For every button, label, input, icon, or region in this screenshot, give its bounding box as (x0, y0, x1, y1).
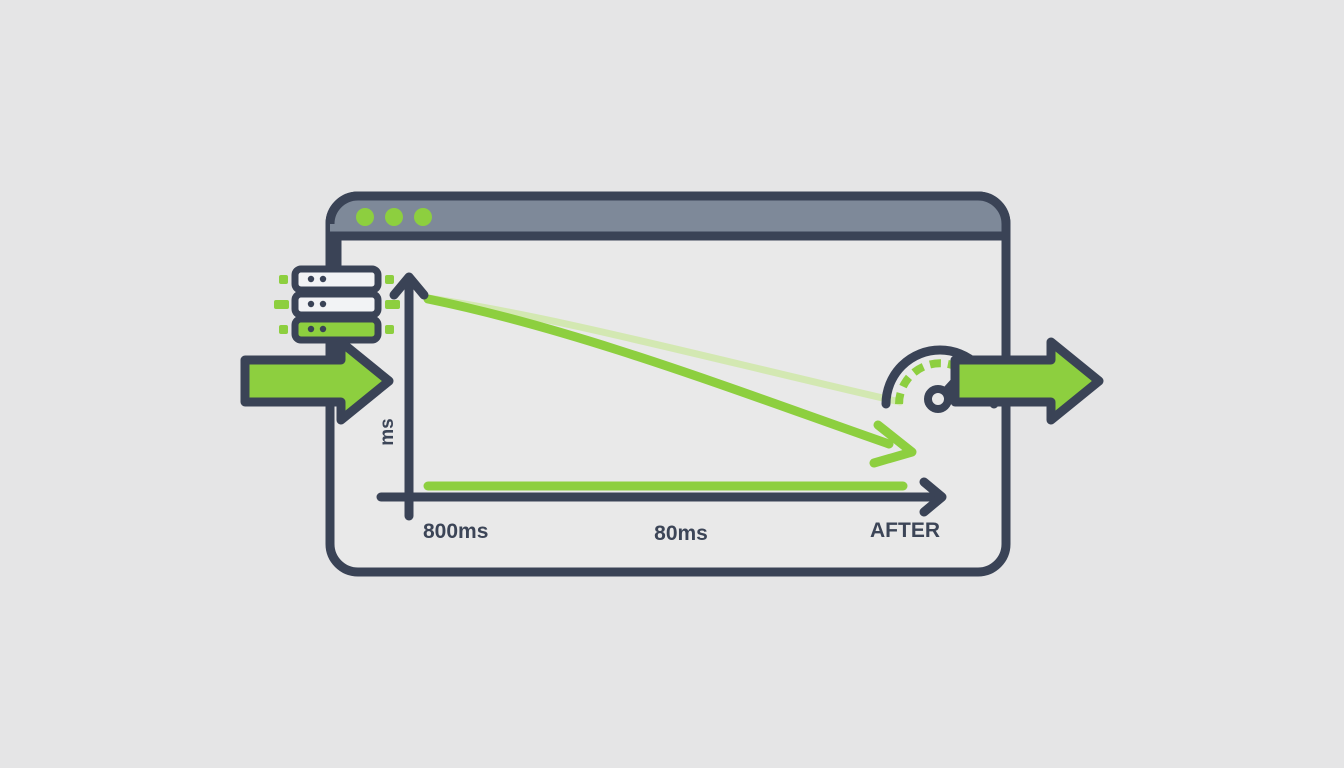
server-unit-bottom-led-2 (319, 325, 327, 333)
chart: ms 800ms 80ms AFTER (376, 272, 947, 545)
server-unit-middle-led-2 (319, 300, 327, 308)
server-activity-dash-right-3 (385, 325, 394, 334)
server-unit-middle-led-1 (307, 300, 315, 308)
output-flow-arrow (950, 337, 1104, 425)
baseline-label: 800ms (423, 520, 488, 543)
window-titlebar (330, 196, 1006, 234)
window-dot-3[interactable] (414, 208, 432, 226)
input-flow-arrow (240, 337, 394, 425)
gauge-arc-good (895, 359, 954, 405)
y-axis-arrowhead (389, 272, 429, 300)
improved-label: 80ms (654, 522, 708, 545)
server-activity-dash-left-2 (274, 300, 289, 309)
server-activity-dash-left-3 (279, 325, 288, 334)
server-rack-icon (274, 238, 400, 372)
server-unit-top-led-1 (307, 275, 315, 283)
gauge-hub (924, 385, 952, 413)
latency-decay-curve (423, 294, 894, 449)
server-activity-dash-right-1 (385, 275, 394, 284)
after-label: AFTER (870, 519, 940, 542)
y-axis-label: ms (377, 418, 398, 445)
server-unit-top-led-2 (319, 275, 327, 283)
server-unit-middle (291, 290, 382, 319)
server-activity-dash-left-1 (279, 275, 288, 284)
x-axis-arrowhead (919, 477, 947, 517)
window-titlebar-outline (325, 191, 1011, 236)
window-dot-1[interactable] (356, 208, 374, 226)
window-dot-2[interactable] (385, 208, 403, 226)
server-unit-bottom-led-1 (307, 325, 315, 333)
latency-decay-arrowhead (869, 420, 917, 468)
server-unit-top (291, 265, 382, 294)
server-activity-dash-right-2 (385, 300, 400, 309)
server-unit-bottom (291, 315, 382, 344)
